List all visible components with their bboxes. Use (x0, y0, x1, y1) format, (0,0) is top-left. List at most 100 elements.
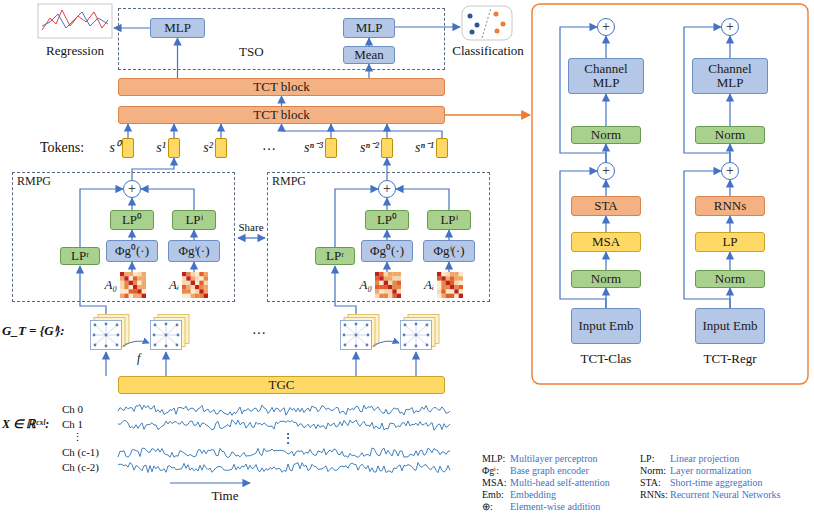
label: Share (238, 221, 263, 233)
process-box: Mean (343, 46, 395, 64)
process-box: Φg⁰(·) (106, 240, 158, 262)
node-text: MLP (354, 21, 385, 35)
heatmap-image (437, 272, 463, 298)
node-text: + (381, 182, 393, 196)
connector (173, 124, 174, 138)
connector (281, 96, 282, 106)
label: ⋮ (282, 432, 294, 445)
projection-box: LPʳ (60, 247, 100, 265)
connector (729, 94, 730, 126)
node-text: Input Emb (576, 319, 635, 333)
node-text: s² (203, 141, 213, 156)
label: … (262, 138, 276, 153)
connector (141, 189, 194, 210)
label: TCT-Clas (581, 352, 632, 366)
legend-text: Multi-head self-attention (510, 477, 610, 488)
token-box: s¹ (168, 138, 180, 158)
legend-text: MLP: (482, 453, 505, 464)
node-text: sⁿ⁻¹ (415, 141, 434, 156)
node-text: TCT block (251, 108, 311, 122)
add-circle: + (378, 180, 396, 198)
connector (386, 230, 387, 240)
connector (605, 252, 606, 270)
connector (368, 38, 369, 46)
label: … (252, 322, 266, 337)
node-text: LPʳ (69, 249, 91, 263)
node-text: + (126, 182, 138, 196)
node-text: LP (720, 235, 739, 249)
heatmap-image (120, 272, 146, 298)
adjacency-matrix: Aᵢ (437, 272, 463, 298)
node-text: Norm (713, 272, 747, 286)
connector (131, 230, 132, 240)
token-box: sⁿ⁻² (381, 138, 393, 158)
legend-text: Linear projection (670, 453, 739, 464)
node-text: RNNs (712, 199, 749, 213)
heatmap-image (375, 272, 401, 298)
token-box: sⁿ⁻¹ (436, 138, 448, 158)
legend-text: Base graph encoder (510, 465, 589, 476)
connector (368, 64, 369, 78)
node-text: LPⁱ (438, 213, 459, 227)
node-text: TSO (239, 45, 264, 59)
node-text: TGC (267, 378, 297, 392)
legend-text: RNNs: (640, 489, 668, 500)
block-box: STA (571, 196, 641, 216)
label: TCT-Regr (704, 352, 757, 366)
node-text: STA (592, 199, 620, 213)
connector (448, 262, 449, 272)
projection-box: LP⁰ (365, 210, 409, 230)
process-box: Channel MLP (692, 58, 768, 94)
adjacency-matrix: A₀ (375, 272, 401, 298)
process-box: Input Emb (695, 308, 765, 344)
node-text: + (724, 20, 736, 34)
adjacency-matrix: A₀ (120, 272, 146, 298)
node-text: TCT block (251, 80, 311, 94)
connector (729, 36, 730, 58)
process-box: Φgⁱ(·) (423, 240, 475, 262)
heatmap-image (182, 272, 208, 298)
block-box: TCT block (118, 78, 445, 96)
connector (605, 180, 606, 196)
node-text: + (724, 164, 736, 178)
add-circle: + (721, 162, 739, 180)
node-text: A₀ (105, 278, 117, 292)
node-text: sⁿ⁻³ (304, 141, 323, 156)
node-text: Norm (713, 128, 747, 142)
legend-text: Layer normalization (670, 465, 751, 476)
node-text: Input Emb (700, 319, 759, 333)
label: Ch 0 (62, 403, 83, 415)
token-box: sⁿ⁻³ (325, 138, 337, 158)
node-text: s⁰ (110, 141, 120, 156)
projection-box: LPʳ (315, 247, 355, 265)
add-circle: + (721, 18, 739, 36)
node-text: s¹ (156, 141, 166, 156)
node-text: LP⁰ (120, 213, 144, 227)
connector (193, 230, 194, 240)
node-text: sⁿ⁻² (360, 141, 379, 156)
connector (729, 180, 730, 196)
node-text: Aᵢ (169, 278, 179, 292)
connector (386, 262, 387, 272)
connector (282, 124, 443, 138)
connector (220, 124, 221, 138)
connector (605, 216, 606, 232)
node-text: + (600, 164, 612, 178)
legend-text: Φgⁱ: (482, 465, 499, 476)
connector (177, 38, 178, 78)
label: ⋮ (72, 431, 83, 443)
label: X ∈ ℝᶜˣˡ: (2, 418, 49, 431)
node-text: Channel MLP (569, 62, 643, 89)
node-text: Aᵢ (424, 278, 434, 292)
legend-text: STA: (640, 477, 661, 488)
attention-box: TGC (118, 376, 445, 394)
legend-text: Emb: (482, 489, 504, 500)
process-box: Φg⁰(·) (361, 240, 413, 262)
label: Ch (c-1) (62, 446, 99, 458)
connector (131, 198, 132, 210)
connector (131, 262, 132, 272)
module-group: RMPG+LP⁰LPⁱLPʳΦg⁰(·)Φgⁱ(·)A₀Aᵢ (12, 172, 235, 302)
projection-box: Norm (695, 270, 765, 288)
module-group: RMPG+LP⁰LPⁱLPʳΦg⁰(·)Φgⁱ(·)A₀Aᵢ (267, 172, 490, 302)
legend-text: Recurrent Neural Networks (670, 489, 781, 500)
